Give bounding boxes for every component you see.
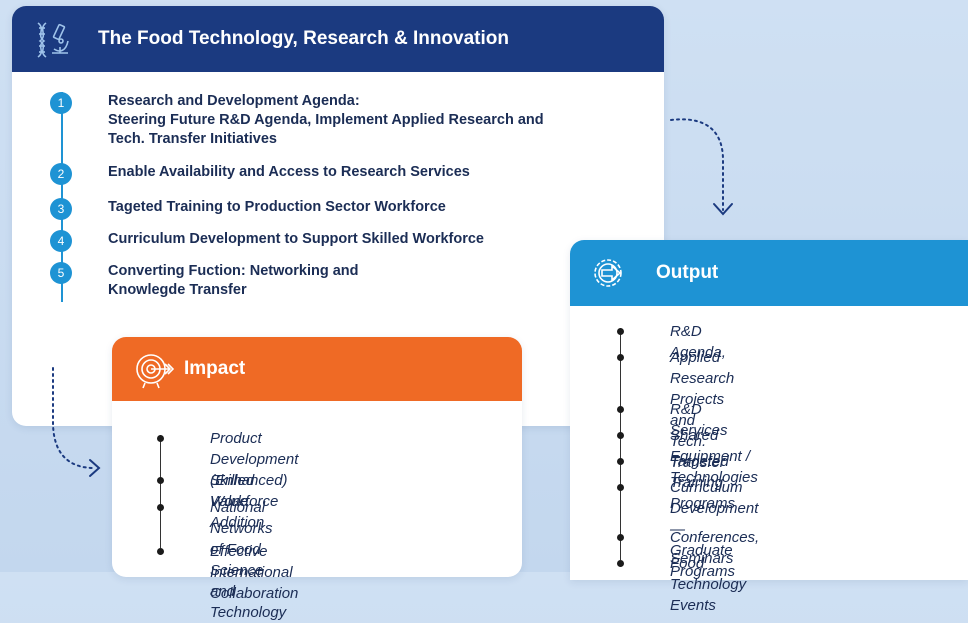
list-item: Targeted Training Programs	[616, 453, 735, 514]
research-title: The Food Technology, Research & Innovati…	[98, 28, 509, 49]
list-item: Food Technology Events	[616, 555, 746, 616]
step-number: 4	[50, 230, 72, 252]
step-5: 5 Converting Fuction: Networking and Kno…	[50, 262, 359, 300]
output-panel: Output R&D Agenda, Applied Research Proj…	[570, 240, 968, 614]
steps-connector	[61, 92, 63, 302]
list-item: Applied Research Projects and Tech. Tran…	[616, 349, 734, 473]
list-item: Shared Equipment / Technologies	[616, 427, 758, 488]
arrow-to-impact	[52, 367, 101, 477]
list-item: Skilled Workforce	[156, 472, 278, 512]
step-number: 1	[50, 92, 72, 114]
step-text: Converting Fuction: Networking and Knowl…	[108, 263, 359, 298]
step-number: 2	[50, 163, 72, 185]
dna-microscope-icon	[37, 22, 69, 58]
step-text: Enable Availability and Access to Resear…	[108, 164, 470, 180]
list-item: R&D Agenda,	[616, 323, 726, 363]
list-item: Effective International Collaboration	[156, 543, 298, 604]
step-number: 3	[50, 198, 72, 220]
target-icon	[136, 354, 174, 389]
arrow-to-output	[670, 118, 733, 216]
output-title: Output	[656, 262, 719, 283]
impact-title: Impact	[184, 358, 246, 379]
step-3: 3 Tageted Training to Production Sector …	[50, 198, 446, 220]
step-2: 2 Enable Availability and Access to Rese…	[50, 163, 470, 185]
step-1: 1 Research and Development Agenda: Steer…	[50, 92, 544, 149]
list-item: R&D Services	[616, 401, 728, 441]
list-item: Conferences, Seminars	[616, 529, 759, 569]
list-item: Product Development (Enhanced) Value Add…	[156, 430, 298, 533]
step-text: Curriculum Development to Support Skille…	[108, 231, 484, 247]
step-text: Tageted Training to Production Sector Wo…	[108, 199, 446, 215]
step-text: Research and Development Agenda: Steerin…	[108, 93, 544, 147]
research-header: The Food Technology, Research & Innovati…	[12, 6, 664, 72]
gear-arrow-icon	[594, 259, 622, 287]
step-number: 5	[50, 262, 72, 284]
impact-header: Impact	[112, 337, 522, 401]
step-4: 4 Curriculum Development to Support Skil…	[50, 230, 484, 252]
output-header: Output	[570, 240, 968, 306]
impact-panel: Impact Product Development (Enhanced) Va…	[112, 337, 522, 621]
